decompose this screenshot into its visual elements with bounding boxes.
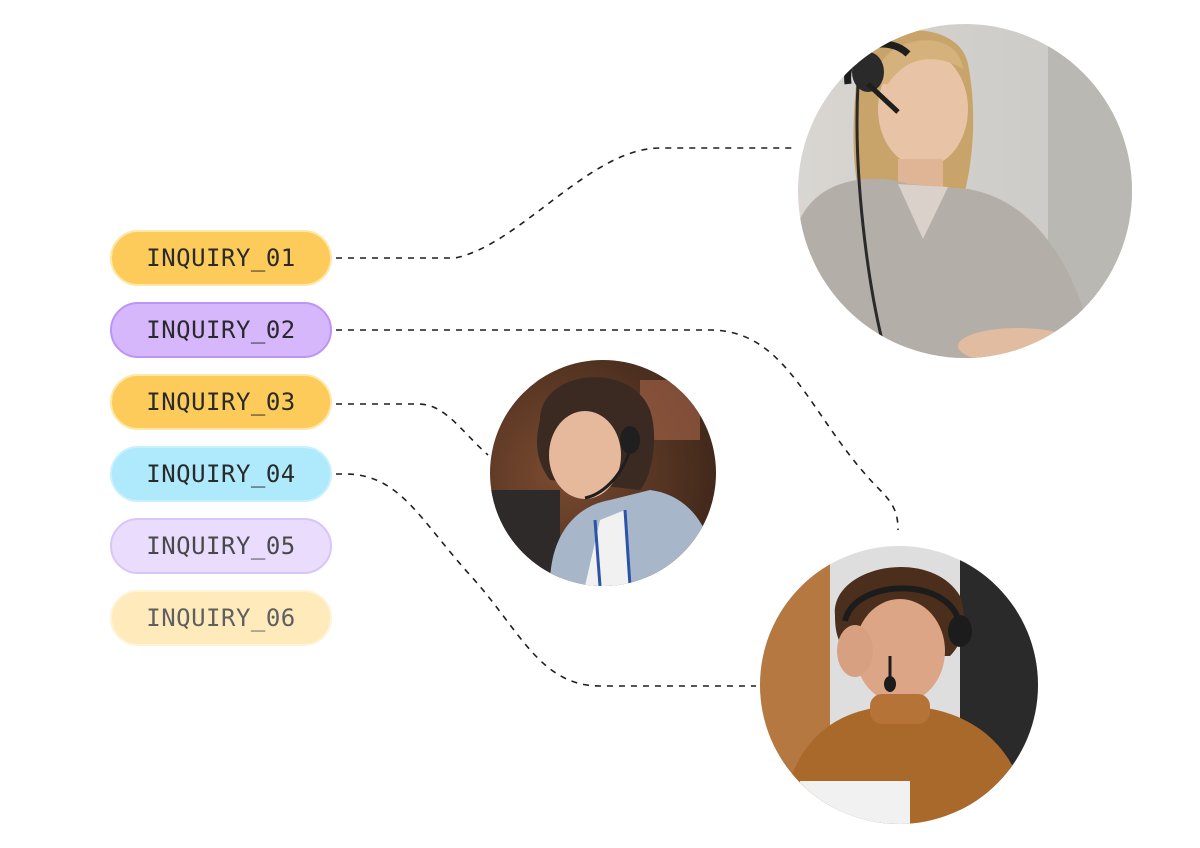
agent-avatar-woman-headset bbox=[798, 24, 1132, 358]
inquiry-pill-02[interactable]: INQUIRY_02 bbox=[110, 302, 332, 358]
inquiry-pill-03[interactable]: INQUIRY_03 bbox=[110, 374, 332, 430]
photo-agent-3-icon bbox=[760, 546, 1038, 824]
inquiry-pill-05[interactable]: INQUIRY_05 bbox=[110, 518, 332, 574]
agent-avatar-woman-cardigan bbox=[490, 360, 716, 586]
inquiry-pill-06[interactable]: INQUIRY_06 bbox=[110, 590, 332, 646]
photo-agent-1-icon bbox=[798, 24, 1132, 358]
inquiry-pill-01[interactable]: INQUIRY_01 bbox=[110, 230, 332, 286]
agent-avatar-man-sweater bbox=[760, 546, 1038, 824]
photo-agent-2-icon bbox=[490, 360, 716, 586]
connector-inquiry-02-to-agent-3 bbox=[336, 329, 899, 531]
connector-inquiry-01-to-agent-1 bbox=[336, 147, 796, 259]
inquiry-pill-04[interactable]: INQUIRY_04 bbox=[110, 446, 332, 502]
connector-inquiry-03-to-agent-2 bbox=[336, 403, 489, 456]
